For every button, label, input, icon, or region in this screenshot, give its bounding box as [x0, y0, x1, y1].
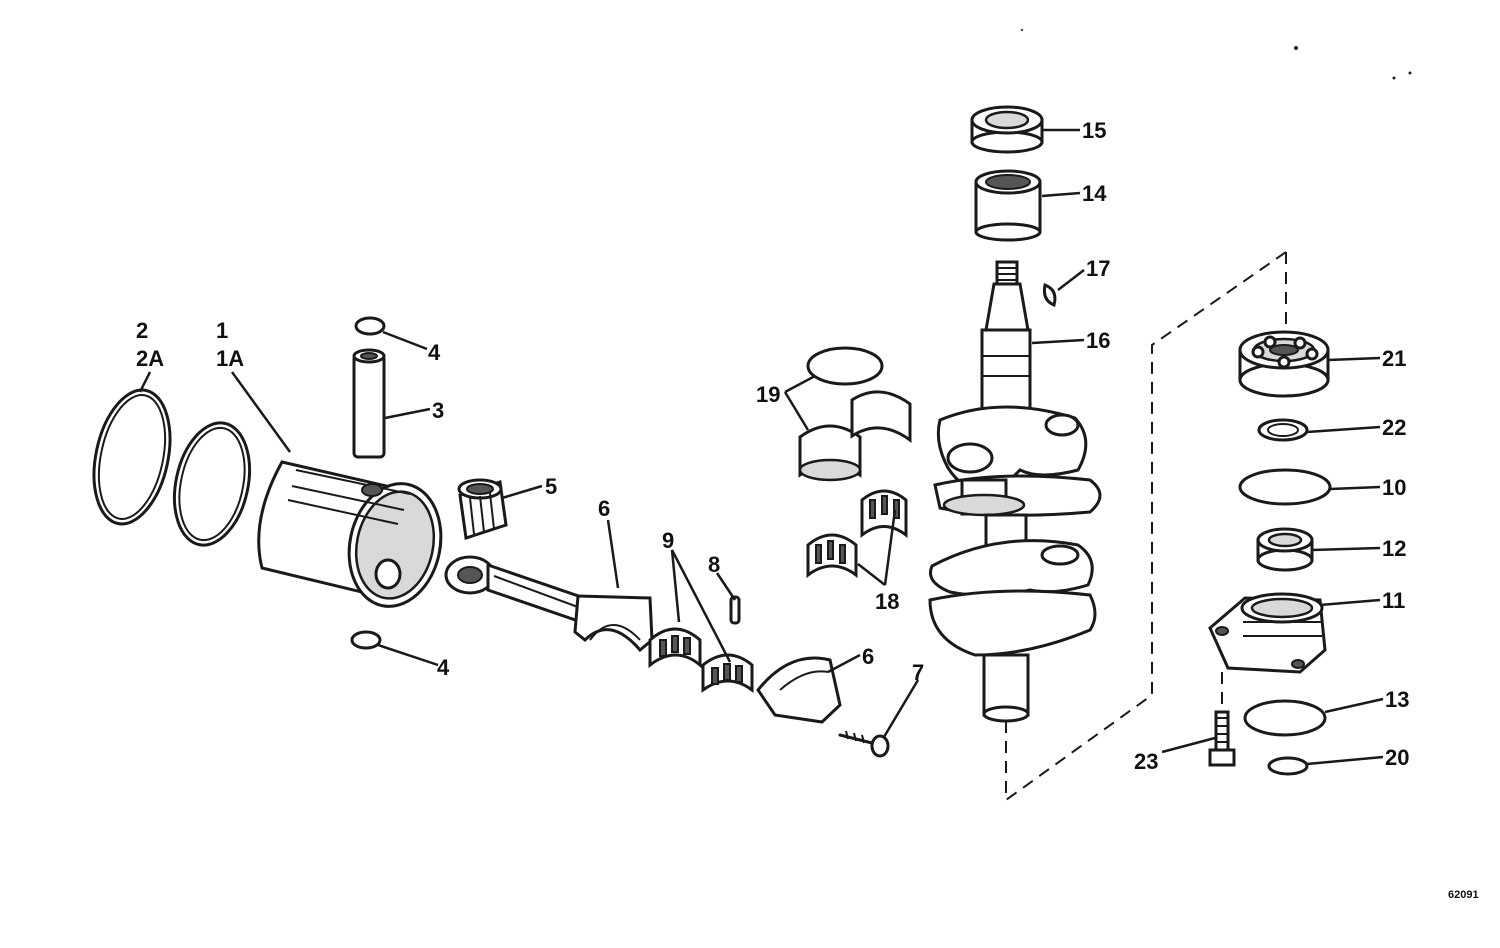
center-bearing-race-left [798, 424, 862, 482]
center-bearing-race-right [850, 390, 912, 443]
callout-14: 14 [1082, 181, 1107, 206]
callout-11: 11 [1382, 588, 1405, 613]
callout-21: 21 [1382, 346, 1406, 371]
rod-cap [756, 656, 842, 724]
center-needle-cage-upper [860, 489, 908, 539]
dowel-pin [729, 595, 741, 625]
piston-pin [352, 348, 386, 459]
washer [1267, 756, 1309, 776]
callout-2: 2 [136, 318, 148, 343]
callout-15: 15 [1082, 118, 1106, 143]
pin-retainer-top [354, 316, 386, 336]
retaining-ring [1257, 418, 1309, 442]
scan-specks [1020, 28, 1412, 80]
callout-6-cap: 6 [862, 644, 874, 669]
drawing-number: 62091 [1448, 889, 1479, 901]
callout-3: 3 [432, 398, 444, 423]
o-ring-lower [1243, 699, 1327, 737]
callout-7: 7 [912, 660, 924, 685]
assembly-guide-lines [1005, 251, 1287, 802]
piston-ring-inner [173, 421, 251, 547]
callout-1a: 1A [216, 346, 244, 371]
callout-20: 20 [1385, 745, 1409, 770]
callout-22: 22 [1382, 415, 1406, 440]
connecting-rod [444, 555, 654, 653]
rod-bolt [838, 730, 890, 758]
callout-2a: 2A [136, 346, 164, 371]
callout-13: 13 [1385, 687, 1409, 712]
upper-seal [970, 105, 1044, 154]
callout-5: 5 [545, 474, 557, 499]
callout-10: 10 [1382, 475, 1406, 500]
callout-1: 1 [216, 318, 228, 343]
o-ring-upper [1238, 468, 1332, 506]
callout-19: 19 [756, 382, 780, 407]
callout-8: 8 [708, 552, 720, 577]
piston [257, 460, 443, 608]
piston-ring-outer [92, 388, 172, 526]
callout-23: 23 [1134, 749, 1158, 774]
upper-needle-bearing [974, 169, 1042, 242]
callout-12: 12 [1382, 536, 1406, 561]
bearing-housing [1208, 592, 1327, 674]
wrist-pin-bearing [457, 478, 508, 540]
rod-bearing-half-left [648, 627, 702, 669]
callout-16: 16 [1086, 328, 1110, 353]
callout-labels: 2 2A 1 1A 4 3 4 5 6 9 8 6 7 19 18 15 14 … [136, 118, 1479, 901]
housing-screw [1208, 710, 1236, 767]
pin-retainer-bottom [350, 630, 382, 650]
callout-4-top: 4 [428, 340, 441, 365]
callout-9: 9 [662, 528, 674, 553]
woodruff-key [1042, 282, 1057, 308]
crankshaft [928, 260, 1102, 723]
callout-4-bottom: 4 [437, 655, 450, 680]
callout-17: 17 [1086, 256, 1110, 281]
center-needle-cage-lower [806, 533, 858, 578]
ball-bearing [1238, 330, 1330, 398]
rod-bearing-half-right [701, 653, 754, 693]
callout-18: 18 [875, 589, 899, 614]
callout-6-rod: 6 [598, 496, 610, 521]
lower-seal [1256, 527, 1314, 572]
leader-lines [138, 128, 1384, 766]
center-bearing-ring [806, 346, 884, 386]
